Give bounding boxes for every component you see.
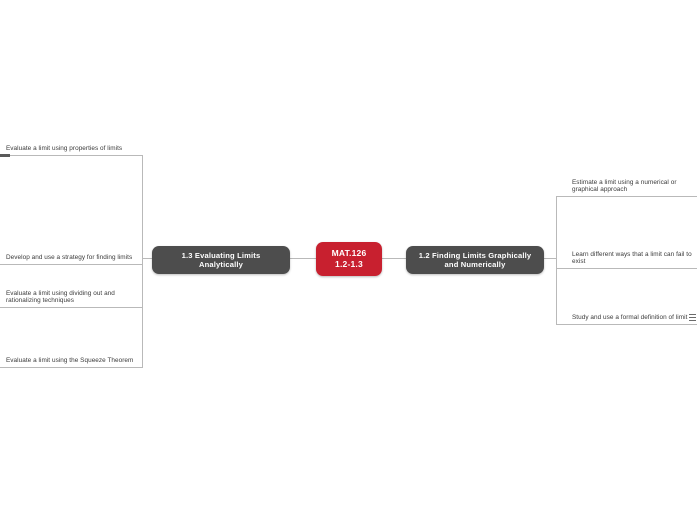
leaf-left-2-label: Develop and use a strategy for finding l… xyxy=(6,254,133,262)
leaf-right-2-label: Learn different ways that a limit can fa… xyxy=(572,250,692,266)
leaf-right-1-label: Estimate a limit using a numerical or gr… xyxy=(572,178,677,194)
connector-right-leaf-2 xyxy=(556,268,697,269)
branch-node-finding-limits-graphically-numerically[interactable]: 1.2 Finding Limits Graphically and Numer… xyxy=(406,246,544,274)
branch-left-label: 1.3 Evaluating Limits Analytically xyxy=(181,250,261,270)
connector-right-leaf-1 xyxy=(556,196,697,197)
leaf-left-1[interactable]: Evaluate a limit using properties of lim… xyxy=(0,140,142,157)
connector-right-branch-to-trunk xyxy=(544,258,556,259)
root-node-label: MAT.126 1.2-1.3 xyxy=(331,248,367,269)
branch-right-label: 1.2 Finding Limits Graphically and Numer… xyxy=(418,250,532,270)
hamburger-menu-icon[interactable] xyxy=(689,314,696,321)
connector-root-to-left-branch xyxy=(290,258,316,259)
leaf-left-3-label: Evaluate a limit using dividing out and … xyxy=(6,289,115,305)
connector-left-leaf-3 xyxy=(0,307,142,308)
leaf-left-1-label: Evaluate a limit using properties of lim… xyxy=(6,145,123,153)
root-node-mat126[interactable]: MAT.126 1.2-1.3 xyxy=(316,242,382,276)
connector-left-leaf-4 xyxy=(0,367,142,368)
connector-left-leaf-2 xyxy=(0,264,142,265)
connector-right-leaf-3 xyxy=(556,324,697,325)
leaf-left-1-stub xyxy=(0,154,10,157)
leaf-right-3-label: Study and use a formal definition of lim… xyxy=(572,314,688,322)
connector-left-leaf-1 xyxy=(0,155,142,156)
leaf-left-2[interactable]: Develop and use a strategy for finding l… xyxy=(0,249,142,265)
leaf-left-3[interactable]: Evaluate a limit using dividing out and … xyxy=(0,288,142,308)
leaf-left-4-label: Evaluate a limit using the Squeeze Theor… xyxy=(6,357,134,365)
connector-left-trunk xyxy=(142,155,143,368)
connector-right-trunk xyxy=(556,196,557,324)
leaf-right-1[interactable]: Estimate a limit using a numerical or gr… xyxy=(556,177,697,197)
leaf-right-3[interactable]: Study and use a formal definition of lim… xyxy=(556,309,697,325)
connector-left-branch-to-trunk xyxy=(142,258,153,259)
branch-node-evaluating-limits-analytically[interactable]: 1.3 Evaluating Limits Analytically xyxy=(152,246,290,274)
connector-root-to-right-branch xyxy=(382,258,406,259)
leaf-right-2[interactable]: Learn different ways that a limit can fa… xyxy=(556,249,697,269)
leaf-left-4[interactable]: Evaluate a limit using the Squeeze Theor… xyxy=(0,352,142,368)
